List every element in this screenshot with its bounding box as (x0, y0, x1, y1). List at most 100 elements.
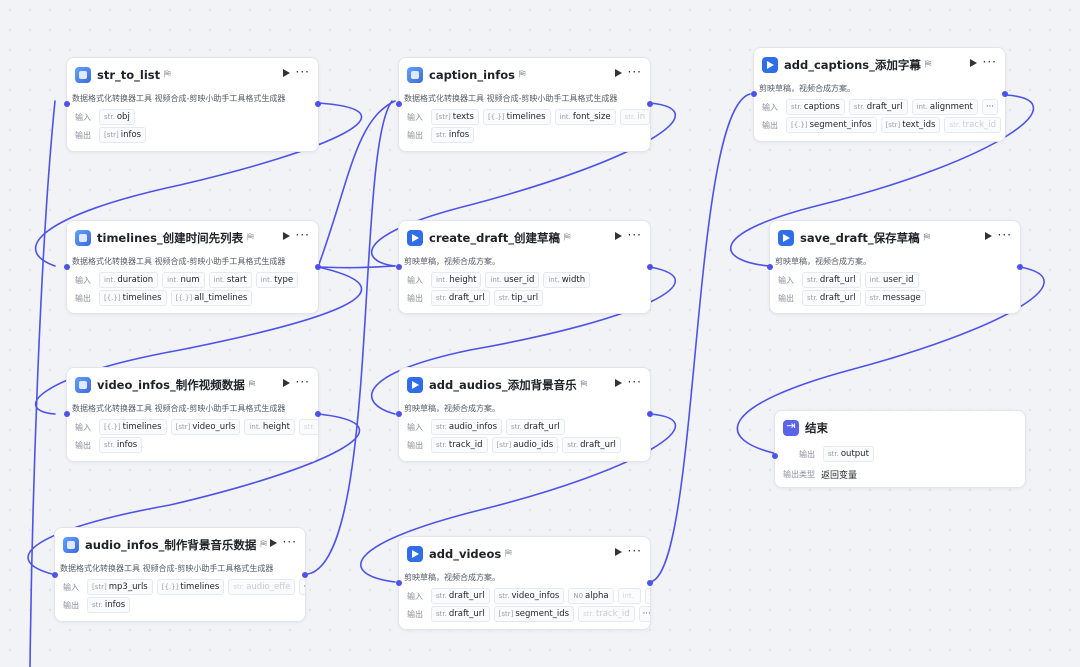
more-params-button[interactable]: ··· (299, 579, 305, 595)
input-param[interactable]: int.type (255, 272, 299, 288)
input-param[interactable]: int.font_size (554, 109, 616, 125)
input-param[interactable]: [str]video_urls (170, 419, 241, 435)
node-header[interactable]: add_videos ⛿ ··· (399, 537, 650, 571)
input-param[interactable]: str.captions (786, 99, 845, 115)
input-param[interactable]: int.width (543, 272, 591, 288)
output-param[interactable]: str.draft_url (431, 290, 490, 306)
input-param[interactable]: str.draft_url (506, 419, 565, 435)
more-icon[interactable]: ··· (295, 65, 310, 79)
output-param[interactable]: str.infos (99, 437, 143, 453)
output-param[interactable]: str.draft_url (562, 437, 621, 453)
input-port[interactable] (396, 411, 402, 417)
input-param[interactable]: int.height (244, 419, 295, 435)
play-icon[interactable] (985, 232, 992, 240)
input-port[interactable] (64, 264, 70, 270)
node-str-to-list[interactable]: str_to_list ⛿ ··· 数据格式化转换器工具 视频合成-剪映小助手工… (64, 57, 321, 152)
output-param[interactable]: [str]text_ids (880, 117, 941, 133)
output-param[interactable]: str.track_id (944, 117, 1001, 133)
output-param[interactable]: str.draft_url (802, 290, 861, 306)
node-header[interactable]: add_audios_添加背景音乐 ⛿ ··· (399, 368, 650, 402)
input-param[interactable]: [{.}]timelines (156, 579, 225, 595)
input-param[interactable]: str.audio_effe (228, 579, 296, 595)
input-param[interactable]: [{.}]timelines (99, 419, 167, 435)
input-param[interactable]: str.draft_url (848, 99, 908, 115)
play-icon[interactable] (615, 232, 622, 240)
output-param[interactable]: str.track_id (431, 437, 488, 453)
node-create-draft[interactable]: create_draft_创建草稿 ⛿ ··· 剪映草稿，视频合成方案。 输入 … (396, 220, 653, 314)
output-port[interactable] (302, 572, 308, 578)
input-param[interactable]: str.audio_infos (431, 419, 503, 435)
input-param[interactable]: str. (298, 419, 318, 435)
output-port[interactable] (647, 411, 653, 417)
output-port[interactable] (315, 411, 321, 417)
node-header[interactable]: audio_infos_制作背景音乐数据 ⛿ ··· (55, 528, 305, 562)
input-port[interactable] (52, 572, 58, 578)
input-param[interactable]: str.draft_url (802, 272, 861, 288)
play-icon[interactable] (283, 379, 290, 387)
node-save-draft[interactable]: save_draft_保存草稿 ⛿ ··· 剪映草稿，视频合成方案。 输入 st… (767, 220, 1023, 314)
input-param[interactable]: int.num (162, 272, 205, 288)
input-param[interactable]: [{.}]timelines (482, 109, 551, 125)
output-param[interactable]: [str]infos (99, 127, 147, 143)
node-end[interactable]: 结束 输出 str.output 输出类型 返回变量 (772, 410, 1026, 488)
node-header[interactable]: video_infos_制作视频数据 ⛿ ··· (67, 368, 318, 402)
output-param[interactable]: [str]audio_ids (491, 437, 559, 453)
input-param[interactable]: int. (617, 588, 641, 604)
more-params-button[interactable]: ··· (644, 588, 650, 604)
output-port[interactable] (647, 580, 653, 586)
output-port[interactable] (315, 101, 321, 107)
output-port[interactable] (315, 264, 321, 270)
more-icon[interactable]: ··· (997, 228, 1012, 242)
play-icon[interactable] (615, 69, 622, 77)
input-param[interactable]: str.draft_url (431, 588, 490, 604)
input-param[interactable]: str.obj (99, 109, 135, 125)
more-icon[interactable]: ··· (982, 55, 997, 69)
output-param[interactable]: [str]segment_ids (493, 606, 575, 622)
input-param[interactable]: int.start (208, 272, 252, 288)
input-port[interactable] (64, 101, 70, 107)
output-param[interactable]: str.output (823, 446, 874, 462)
input-param[interactable]: int.alignment (911, 99, 978, 115)
node-add-captions[interactable]: add_captions_添加字幕 ⛿ ··· 剪映草稿，视频合成方案。 输入 … (751, 47, 1008, 142)
more-icon[interactable]: ··· (295, 375, 310, 389)
output-param[interactable]: [{.}]timelines (99, 290, 167, 306)
play-icon[interactable] (615, 379, 622, 387)
input-param[interactable]: str.in (619, 109, 650, 125)
more-params-button[interactable]: ··· (981, 99, 998, 115)
input-param[interactable]: [str]texts (431, 109, 479, 125)
input-param[interactable]: [str]mp3_urls (87, 579, 153, 595)
node-header[interactable]: save_draft_保存草稿 ⛿ ··· (770, 221, 1020, 255)
input-port[interactable] (396, 101, 402, 107)
input-port[interactable] (751, 91, 757, 97)
more-icon[interactable]: ··· (627, 375, 642, 389)
node-header[interactable]: create_draft_创建草稿 ⛿ ··· (399, 221, 650, 255)
more-icon[interactable]: ··· (627, 228, 642, 242)
more-icon[interactable]: ··· (627, 544, 642, 558)
output-param[interactable]: str.message (864, 290, 926, 306)
play-icon[interactable] (283, 69, 290, 77)
play-icon[interactable] (615, 548, 622, 556)
output-port[interactable] (1017, 264, 1023, 270)
input-param[interactable]: int.height (431, 272, 482, 288)
output-param[interactable]: str.infos (431, 127, 475, 143)
output-port[interactable] (647, 101, 653, 107)
node-add-audios[interactable]: add_audios_添加背景音乐 ⛿ ··· 剪映草稿，视频合成方案。 输入 … (396, 367, 653, 462)
output-port[interactable] (1002, 91, 1008, 97)
input-param[interactable]: str.video_infos (493, 588, 565, 604)
output-type-value[interactable]: 返回变量 (821, 470, 858, 481)
input-param[interactable]: int.duration (99, 272, 159, 288)
node-audio-infos[interactable]: audio_infos_制作背景音乐数据 ⛿ ··· 数据格式化转换器工具 视频… (52, 527, 308, 622)
node-header[interactable]: str_to_list ⛿ ··· (67, 58, 318, 92)
node-caption-infos[interactable]: caption_infos ⛿ ··· 数据格式化转换器工具 视频合成-剪映小助… (396, 57, 653, 152)
play-icon[interactable] (270, 539, 277, 547)
output-param[interactable]: [{.}]segment_infos (786, 117, 877, 133)
output-param[interactable]: str.track_id (578, 606, 635, 622)
input-port[interactable] (396, 580, 402, 586)
input-port[interactable] (772, 453, 778, 459)
more-icon[interactable]: ··· (282, 535, 297, 549)
input-param[interactable]: int.user_id (864, 272, 919, 288)
more-icon[interactable]: ··· (627, 65, 642, 79)
play-icon[interactable] (970, 59, 977, 67)
output-param[interactable]: str.tip_url (493, 290, 544, 306)
output-port[interactable] (647, 264, 653, 270)
